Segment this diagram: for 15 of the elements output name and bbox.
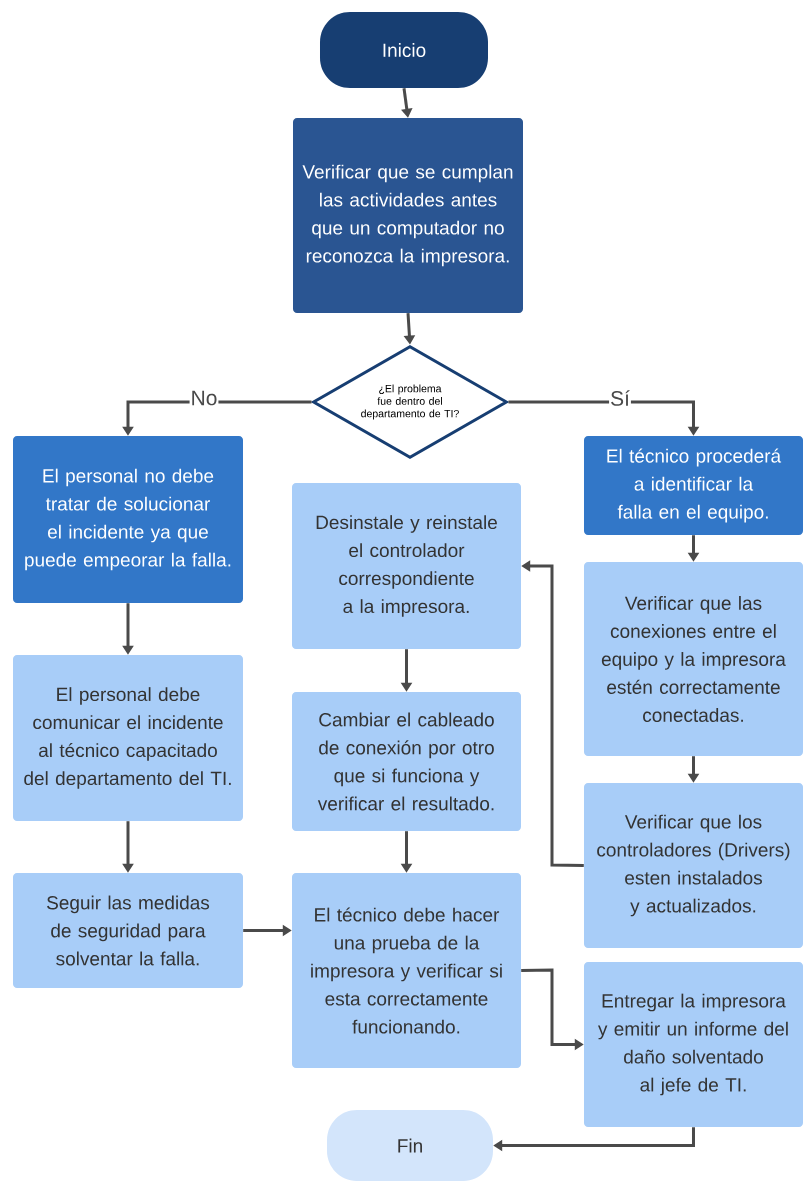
end-terminal: Fin (327, 1110, 493, 1181)
process-box: El personal no debe tratar de solucionar el incidente ya que puede empeorar la falla. (13, 436, 243, 603)
process-box: El técnico debe hacer una prueba de la impresora y verificar si esta correctamente funcionando. (292, 873, 521, 1068)
process-box: Verificar que se cumplan las actividades antes que un computador no reconozca la impresora. (293, 118, 523, 313)
process-box: El personal debe comunicar el incidente al técnico capacitado del departamento del TI. (13, 655, 243, 821)
edge-label: No (189, 389, 219, 407)
process-box: Verificar que las conexiones entre el equipo y la impresora estén correctamente conectadas. (584, 562, 803, 756)
process-box: Verificar que los controladores (Drivers) esten instalados y actualizados. (584, 783, 803, 948)
start-terminal: Inicio (320, 12, 488, 88)
edge-label: Sí (609, 389, 631, 407)
process-box: Desinstale y reinstale el controlador correspondiente a la impresora. (292, 483, 521, 649)
process-box: Seguir las medidas de seguridad para solventar la falla. (13, 873, 243, 988)
process-box: Entregar la impresora y emitir un informe del daño solventado al jefe de TI. (584, 962, 803, 1127)
process-box: El técnico procederá a identificar la falla en el equipo. (584, 436, 803, 535)
process-box: Cambiar el cableado de conexión por otro que si funciona y verificar el resultado. (292, 692, 521, 831)
